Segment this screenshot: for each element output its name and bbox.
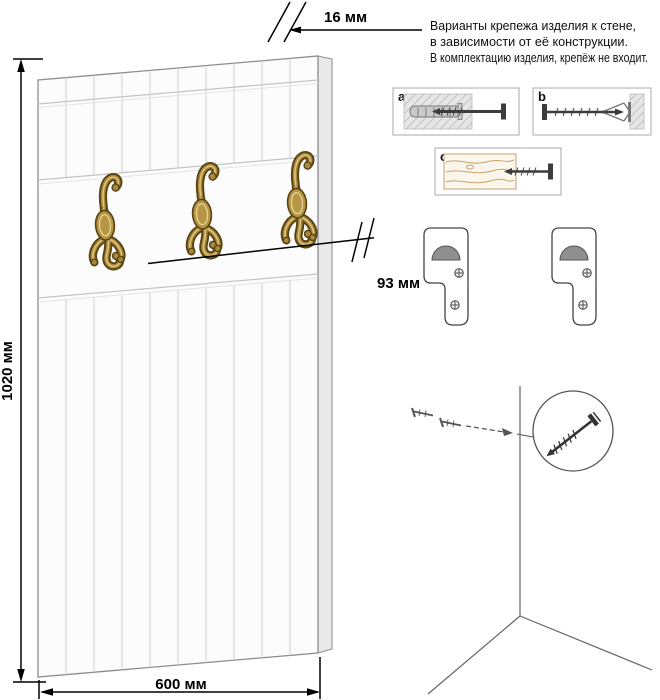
note-line-3: В комплектацию изделия, крепёж не входит… bbox=[430, 51, 648, 65]
fastener-label-b: b bbox=[538, 89, 546, 104]
screw-icon-small bbox=[411, 407, 434, 418]
mounting-note: Варианты крепежа изделия к стене, в зави… bbox=[430, 19, 648, 65]
dimension-hook-offset-label: 93 мм bbox=[377, 275, 420, 292]
panel-grooves bbox=[37, 79, 319, 303]
wardrobe-panel-drawing bbox=[37, 55, 333, 678]
magnifier-circle bbox=[532, 390, 614, 472]
wall-corner-drawing bbox=[411, 386, 653, 695]
screw-icon bbox=[432, 103, 506, 120]
dimension-width-label: 600 мм bbox=[155, 676, 206, 693]
note-line-2: в зависимости от её конструкции. bbox=[430, 35, 628, 49]
dashed-arrow bbox=[465, 425, 513, 436]
fastener-option-b: b bbox=[532, 87, 652, 136]
dimension-hook-offset: 93 мм bbox=[147, 217, 420, 292]
dimension-thickness-label: 16 мм bbox=[324, 9, 367, 26]
dimension-height: 1020 мм bbox=[0, 58, 46, 683]
dimension-thickness: 16 мм bbox=[267, 1, 422, 43]
panel-planks bbox=[65, 58, 291, 675]
wood-screw-icon bbox=[443, 153, 553, 190]
screw-icon-small bbox=[439, 417, 462, 428]
dimension-height-label: 1020 мм bbox=[0, 341, 16, 401]
fastener-label-a: a bbox=[398, 89, 406, 104]
fastener-option-a: a bbox=[392, 87, 520, 136]
dimension-width: 600 мм bbox=[38, 657, 321, 699]
expansion-anchor-icon bbox=[542, 93, 645, 130]
note-line-1: Варианты крепежа изделия к стене, bbox=[430, 19, 636, 33]
mounting-bracket-icon bbox=[551, 227, 597, 326]
mounting-bracket-icon bbox=[423, 227, 469, 326]
screw-detail-icon bbox=[546, 411, 602, 457]
fastener-option-c: c bbox=[434, 147, 562, 196]
